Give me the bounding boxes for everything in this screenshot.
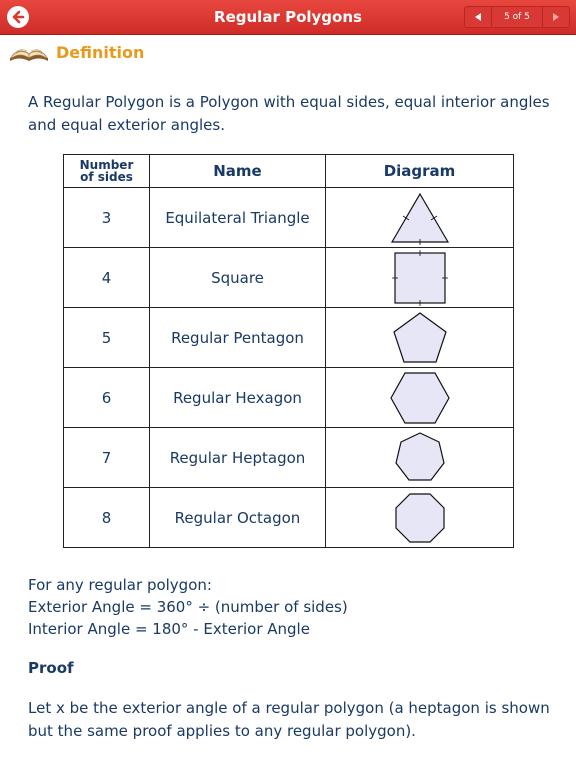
definition-heading: Definition [8, 40, 144, 64]
table-header-row: Number of sides Name Diagram [63, 154, 514, 188]
cell-name: Regular Pentagon [149, 307, 326, 368]
pager: 5 of 5 [464, 6, 570, 28]
cell-diagram [325, 427, 514, 488]
cell-diagram [325, 307, 514, 368]
polygon-table: Number of sides Name Diagram 3 Equilater… [63, 154, 514, 548]
cell-name: Regular Octagon [149, 487, 326, 548]
header-sides-line2: of sides [80, 170, 133, 184]
cell-sides: 7 [63, 427, 150, 488]
interior-angle-formula: Interior Angle = 180° - Exterior Angle [28, 620, 310, 638]
triangle-left-icon [475, 13, 481, 21]
triangle-diagram [390, 192, 449, 245]
square-diagram [391, 249, 448, 306]
exterior-angle-formula: Exterior Angle = 360° ÷ (number of sides… [28, 598, 348, 616]
proof-text: Let x be the exterior angle of a regular… [28, 699, 550, 740]
open-book-icon [10, 49, 48, 61]
header-sides-line1: Number [79, 158, 134, 172]
table-row: 5 Regular Pentagon [63, 307, 514, 368]
formula-intro: For any regular polygon: [28, 576, 212, 594]
table-row: 3 Equilateral Triangle [63, 187, 514, 248]
triangle-right-icon [553, 13, 559, 21]
header-diagram: Diagram [325, 154, 514, 188]
cell-sides: 3 [63, 187, 150, 248]
cell-sides: 5 [63, 307, 150, 368]
cell-sides: 6 [63, 367, 150, 428]
definition-label: Definition [56, 42, 145, 62]
back-arrow-icon [12, 10, 25, 24]
header-bar: Regular Polygons 5 of 5 [0, 0, 576, 35]
cell-name: Equilateral Triangle [149, 187, 326, 248]
cell-diagram [325, 187, 514, 248]
cell-sides: 4 [63, 247, 150, 308]
cell-name: Square [149, 247, 326, 308]
header-number-of-sides: Number of sides [63, 154, 150, 188]
hexagon-diagram [389, 371, 450, 424]
proof-heading: Proof [28, 659, 74, 677]
cell-diagram [325, 247, 514, 308]
previous-page-button[interactable] [465, 7, 491, 27]
table-row: 4 Square [63, 247, 514, 308]
heptagon-diagram [394, 431, 445, 481]
formula-block: For any regular polygon: Exterior Angle … [28, 574, 348, 640]
cell-diagram [325, 367, 514, 428]
back-button[interactable] [7, 6, 29, 28]
table-row: 6 Regular Hexagon [63, 367, 514, 428]
octagon-diagram [394, 492, 445, 543]
table-row: 7 Regular Heptagon [63, 427, 514, 488]
cell-diagram [325, 487, 514, 548]
cell-sides: 8 [63, 487, 150, 548]
cell-name: Regular Heptagon [149, 427, 326, 488]
page-indicator: 5 of 5 [491, 7, 543, 27]
cell-name: Regular Hexagon [149, 367, 326, 428]
header-name: Name [149, 154, 326, 188]
intro-text: A Regular Polygon is a Polygon with equa… [28, 93, 550, 134]
pentagon-diagram [392, 311, 447, 363]
table-row: 8 Regular Octagon [63, 487, 514, 548]
next-page-button[interactable] [543, 7, 569, 27]
